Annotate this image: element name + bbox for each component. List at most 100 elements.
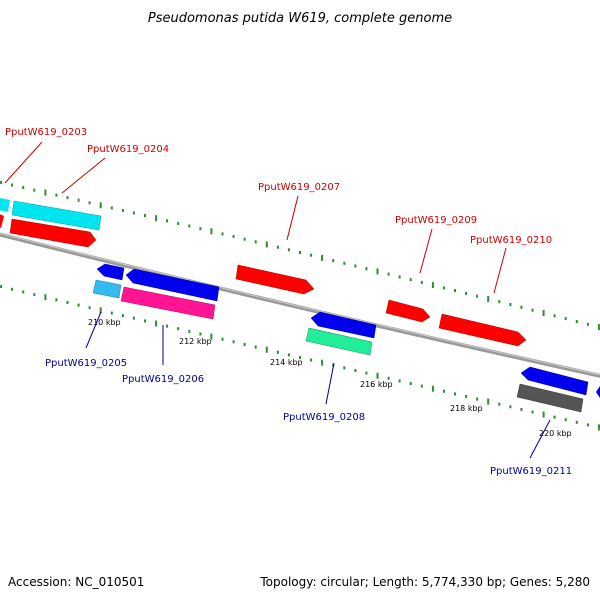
inner-track-dot xyxy=(531,410,534,414)
inner-track-dot xyxy=(221,337,224,341)
inner-track-dot xyxy=(243,342,246,346)
outer-dotted-track xyxy=(0,181,600,331)
gene-0205-arrow[interactable] xyxy=(96,263,125,281)
gene-0204[interactable] xyxy=(11,200,102,231)
inner-track-dot xyxy=(575,420,578,424)
inner-track-dot xyxy=(177,327,180,331)
outer-track-dot xyxy=(398,275,401,279)
inner-track-dot xyxy=(22,290,25,294)
outer-track-dot xyxy=(387,272,390,276)
label-leaders xyxy=(4,141,551,459)
inner-track-dot xyxy=(276,350,279,354)
genome-backbone xyxy=(0,232,600,378)
gene-label-0211[interactable]: PputW619_0211 xyxy=(490,466,572,477)
gene-label-0209[interactable]: PputW619_0209 xyxy=(395,215,477,226)
outer-track-dot xyxy=(542,310,545,316)
gene-edge-arrow[interactable] xyxy=(596,386,600,398)
outer-track-dot xyxy=(166,219,169,223)
outer-track-dot xyxy=(144,214,146,218)
gene-label-0203[interactable]: PputW619_0203 xyxy=(5,127,87,138)
inner-track-dot xyxy=(409,382,412,385)
outer-track-dot xyxy=(77,198,80,202)
gene-0211[interactable] xyxy=(516,383,584,413)
inner-track-dot xyxy=(88,306,91,310)
inner-track-dot xyxy=(321,359,324,366)
outer-track-dot xyxy=(586,322,589,326)
inner-track-dot xyxy=(398,379,401,383)
gene-label-0207[interactable]: PputW619_0207 xyxy=(258,182,340,193)
tick-label-216: 216 kbp xyxy=(360,380,393,389)
outer-track-dot xyxy=(454,289,456,293)
inner-track-dot xyxy=(420,384,423,388)
inner-track-dot xyxy=(509,405,512,409)
outer-track-dot xyxy=(465,291,468,295)
outer-track-dot xyxy=(520,305,523,309)
outer-track-dot xyxy=(66,196,69,200)
inner-track-dot xyxy=(132,316,135,320)
gene-label-0208[interactable]: PputW619_0208 xyxy=(283,412,365,423)
gene-label-0206[interactable]: PputW619_0206 xyxy=(122,374,204,385)
tick-label-212: 212 kbp xyxy=(179,337,212,346)
gene-0205[interactable] xyxy=(92,279,122,299)
outer-track-dot xyxy=(265,241,268,248)
outer-track-dot xyxy=(11,183,14,187)
inner-track-dot xyxy=(33,293,36,297)
outer-track-dot xyxy=(99,202,102,209)
gene-label-0205[interactable]: PputW619_0205 xyxy=(45,358,127,369)
inner-track-dot xyxy=(199,332,202,336)
inner-track-dot xyxy=(476,397,479,401)
inner-track-dot xyxy=(110,311,113,315)
outer-track-dot xyxy=(299,251,301,254)
gene-label-0204[interactable]: PputW619_0204 xyxy=(87,144,169,155)
gene-0206-arrow[interactable] xyxy=(125,268,220,302)
outer-track-dot xyxy=(44,189,47,196)
gene-features xyxy=(0,197,600,413)
gene-0203[interactable] xyxy=(0,212,4,228)
gene-0204-lower[interactable] xyxy=(9,218,97,248)
gene-0211-arrow[interactable] xyxy=(520,366,589,396)
inner-track-dot xyxy=(44,294,47,301)
inner-track-dot xyxy=(387,376,390,380)
inner-track-dot xyxy=(431,385,434,392)
outer-track-dot xyxy=(88,201,91,205)
gene-0206[interactable] xyxy=(120,286,216,320)
inner-track-dot xyxy=(553,415,556,419)
tick-label-220: 220 kbp xyxy=(539,429,572,438)
inner-track-dot xyxy=(376,372,379,379)
outer-track-dot xyxy=(188,224,191,228)
inner-track-dot xyxy=(310,358,313,362)
inner-track-dot xyxy=(354,369,357,372)
genome-backbone-highlight xyxy=(0,232,600,376)
outer-track-dot xyxy=(476,294,479,298)
inner-track-dot xyxy=(365,371,368,375)
outer-track-dot xyxy=(343,261,346,265)
inner-track-dot xyxy=(77,303,80,307)
gene-0209[interactable] xyxy=(385,299,431,323)
gene-label-0210[interactable]: PputW619_0210 xyxy=(470,235,552,246)
inner-track-dot xyxy=(0,285,3,289)
inner-track-dot xyxy=(287,353,290,357)
outer-track-dot xyxy=(420,280,423,284)
gene-labels: PputW619_0203 PputW619_0204 PputW619_020… xyxy=(5,127,572,477)
inner-track-dot xyxy=(66,301,69,304)
outer-track-dot xyxy=(365,267,368,271)
outer-track-dot xyxy=(55,193,58,197)
inner-track-dot xyxy=(55,298,58,302)
gene-0208[interactable] xyxy=(305,327,373,356)
inner-track-dot xyxy=(442,389,445,393)
outer-track-dot xyxy=(177,221,180,225)
inner-track-dot xyxy=(210,333,213,340)
gene-0207[interactable] xyxy=(235,264,315,295)
outer-track-dot xyxy=(276,245,279,249)
outer-track-dot xyxy=(597,324,600,331)
inner-track-dot xyxy=(454,392,456,396)
gene-0210[interactable] xyxy=(438,313,527,347)
outer-track-dot xyxy=(498,300,501,304)
gene-0208-arrow[interactable] xyxy=(310,311,377,339)
gene-0203b[interactable] xyxy=(0,197,10,212)
outer-track-dot xyxy=(254,240,257,244)
inner-track-dot xyxy=(188,329,191,333)
tick-label-210: 210 kbp xyxy=(88,318,121,327)
outer-track-dot xyxy=(310,253,313,257)
outer-track-dot xyxy=(376,268,379,275)
